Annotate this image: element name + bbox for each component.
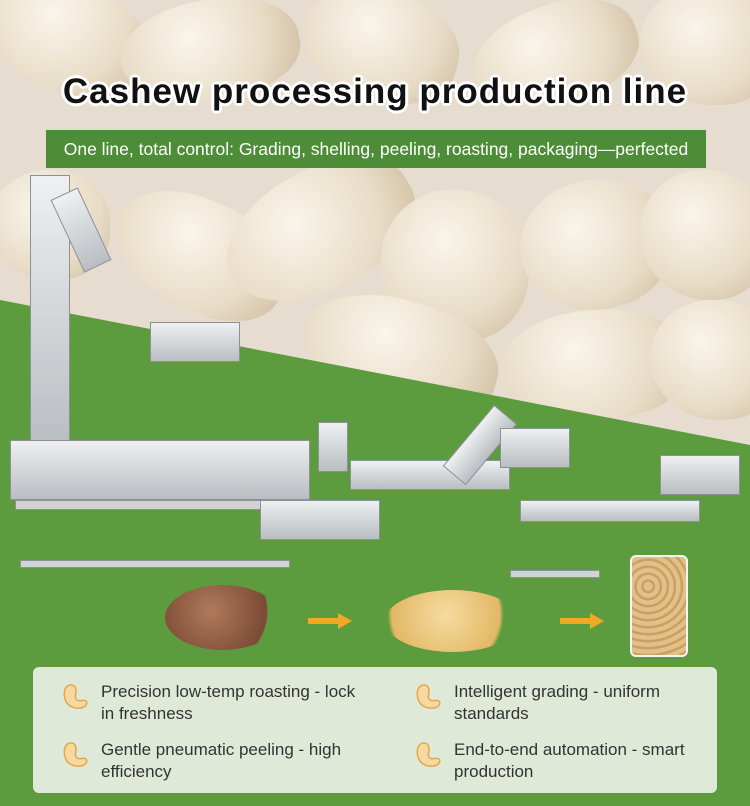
feature-list: Precision low-temp roasting - lock in fr… [33,667,717,793]
feature-item: Precision low-temp roasting - lock in fr… [61,681,361,725]
arrow-icon [560,613,604,629]
vacuum-packed-cashews [630,555,688,657]
arrow-icon [308,613,352,629]
packaging-machine [660,455,740,495]
page-title: Cashew processing production line [62,72,688,111]
conveyor [260,500,380,540]
subtitle-banner: One line, total control: Grading, shelli… [46,130,706,168]
cashew-icon [416,684,441,709]
roaster [500,428,570,468]
feature-text: Precision low-temp roasting - lock in fr… [101,682,356,723]
feature-text: Intelligent grading - uniform standards [454,682,661,723]
cashew-icon [63,742,88,767]
raw-cashew-nuts [165,585,280,650]
feature-item: End-to-end automation - smart production [414,739,714,783]
feature-item: Intelligent grading - uniform standards [414,681,714,725]
feature-text: Gentle pneumatic peeling - high efficien… [101,740,342,781]
feature-item: Gentle pneumatic peeling - high efficien… [61,739,361,783]
grading-machine [10,440,310,500]
peeling-machine [350,460,510,490]
cashew-icon [416,742,441,767]
feature-text: End-to-end automation - smart production [454,740,685,781]
cashew-icon [63,684,88,709]
peeled-cashew-kernels [385,590,520,652]
